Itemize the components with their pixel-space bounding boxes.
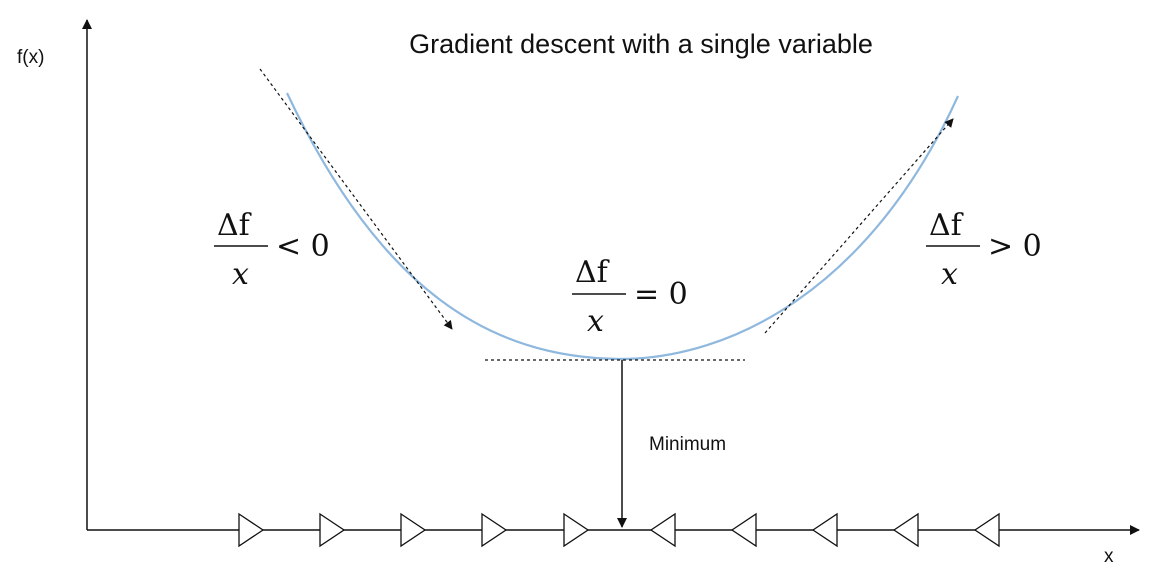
step-marker-right-5	[563, 512, 590, 548]
ascent-slope-arrow-right	[764, 118, 954, 334]
right-relation: > 0	[988, 229, 1042, 264]
right-fraction-denominator: x	[941, 257, 958, 292]
step-marker-left-3	[811, 512, 838, 548]
center-relation: = 0	[634, 277, 688, 312]
step-markers	[238, 512, 1000, 548]
x-axis-label: x	[1104, 546, 1114, 567]
left-fraction-denominator: x	[232, 257, 249, 292]
y-axis-label: f(x)	[17, 47, 44, 68]
gradient-negative-label: Δf x < 0	[214, 208, 330, 292]
right-fraction-numerator: Δf	[929, 208, 964, 243]
step-marker-left-4	[892, 512, 919, 548]
left-fraction-numerator: Δf	[217, 208, 252, 243]
step-marker-left-1	[649, 512, 676, 548]
descent-slope-arrow-left	[259, 68, 453, 330]
left-relation: < 0	[276, 229, 330, 264]
step-marker-left-5	[973, 512, 1000, 548]
center-fraction-numerator: Δf	[575, 255, 610, 290]
gradient-positive-label: Δf x > 0	[926, 208, 1042, 292]
diagram-title: Gradient descent with a single variable	[409, 29, 873, 59]
step-marker-right-1	[238, 512, 265, 548]
step-marker-right-3	[400, 512, 427, 548]
center-fraction-denominator: x	[587, 304, 604, 339]
minimum-label: Minimum	[649, 434, 726, 455]
gradient-zero-label: Δf x = 0	[572, 255, 688, 339]
cost-curve	[286, 92, 960, 361]
step-marker-right-2	[319, 512, 346, 548]
step-marker-right-4	[481, 512, 508, 548]
step-marker-left-2	[730, 512, 757, 548]
